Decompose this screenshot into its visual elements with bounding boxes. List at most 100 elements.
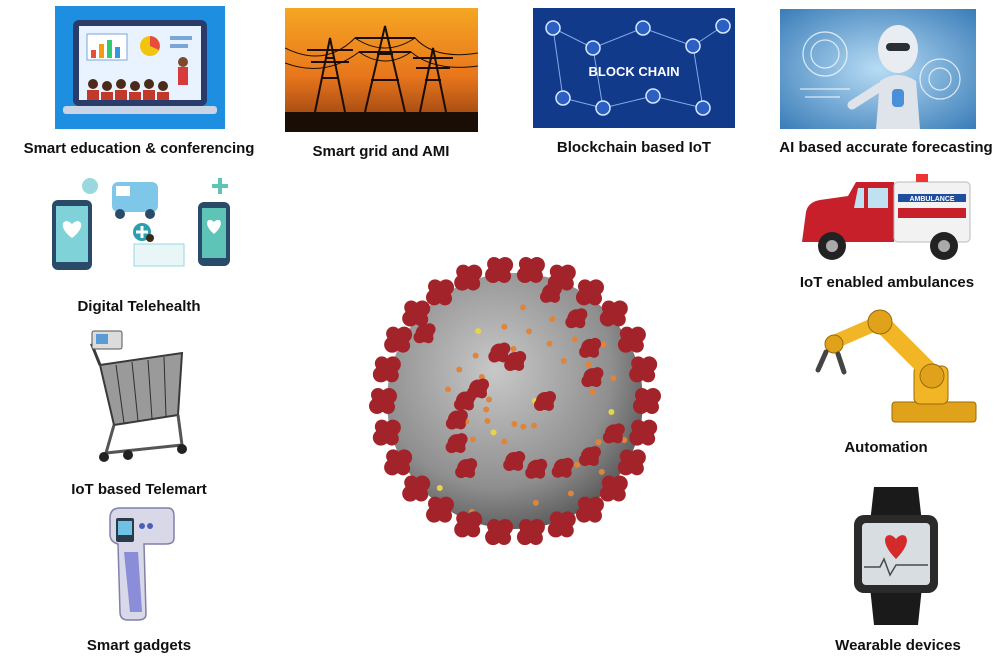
ambulance-icon: AMBULANCE (798, 172, 976, 266)
virus-spike (575, 496, 604, 523)
virus-surface-dot (436, 485, 443, 492)
virus-surface-dot (456, 366, 463, 373)
virus-surface-dot (526, 328, 533, 335)
virus-spike (534, 391, 556, 411)
virus-surface-dot (549, 316, 556, 323)
virus-surface-dot (560, 358, 567, 365)
virus-spike (372, 419, 401, 446)
virus-surface-dot (470, 436, 477, 443)
virus-surface-dot (589, 389, 596, 396)
gadgets-label: Smart gadgets (86, 637, 192, 654)
coronavirus-icon (369, 256, 661, 546)
virus-spike (402, 300, 431, 327)
virus-surface-dot (600, 341, 607, 348)
virus-surface-dot (511, 420, 518, 427)
classroom-presentation-icon (55, 6, 225, 129)
virus-spike (454, 511, 483, 538)
telehealth-label: Digital Telehealth (77, 298, 201, 315)
virus-spike (633, 388, 661, 414)
virus-surface-dot (520, 304, 527, 311)
virus-surface-dot (598, 468, 605, 475)
virus-surface-dot (546, 340, 553, 347)
svg-text:BLOCK CHAIN: BLOCK CHAIN (589, 64, 680, 79)
blockchain-network-icon: BLOCK CHAIN (533, 8, 735, 128)
virus-spike (617, 326, 646, 353)
smart-grid-image (285, 8, 478, 132)
virus-surface-dot (574, 461, 581, 468)
robot-hologram-icon (780, 9, 976, 129)
virus-spike (426, 496, 455, 523)
virus-surface-dot (490, 429, 497, 436)
virus-spike (413, 323, 436, 344)
virus-spike (372, 356, 401, 383)
ai-forecasting-image (780, 9, 976, 129)
virus-spike (504, 351, 527, 372)
gadgets-image (104, 504, 176, 622)
virus-surface-dot (595, 438, 602, 445)
virus-spike (516, 256, 545, 283)
telehealth-image (42, 172, 240, 280)
virus-surface-dot (585, 361, 592, 368)
virus-spike (467, 378, 490, 399)
virus-spike (579, 337, 602, 358)
virus-surface-dot (483, 406, 490, 413)
ambulance-label: IoT enabled ambulances (799, 274, 975, 291)
virus-spike (525, 458, 548, 479)
virus-surface-dot (532, 499, 539, 506)
smart-education-image (55, 6, 225, 129)
virus-spike (516, 519, 545, 546)
smart-grid-label: Smart grid and AMI (312, 143, 450, 160)
virus-surface-dot (567, 490, 574, 497)
infrared-thermometer-icon (104, 504, 176, 622)
virus-spike (578, 446, 601, 467)
virus-surface-dot (520, 423, 527, 430)
virus-surface-dot (472, 352, 479, 359)
virus-spike (602, 423, 625, 444)
virus-spike (547, 511, 576, 538)
smart-shopping-cart-icon (86, 325, 194, 467)
ambulance-image: AMBULANCE (798, 172, 976, 266)
virus-spike (599, 475, 628, 502)
automation-label: Automation (844, 439, 928, 456)
virus-spike (454, 264, 483, 291)
virus-spike (503, 450, 526, 471)
virus-spike (369, 388, 397, 414)
virus-surface-dot (608, 408, 615, 415)
telehealth-devices-icon (42, 172, 240, 280)
virus-surface-dot (475, 328, 482, 335)
virus-spike (629, 419, 658, 446)
virus-spike (539, 282, 562, 303)
virus-spike (629, 356, 658, 383)
virus-spike (617, 449, 646, 476)
virus-spike (426, 279, 455, 306)
telemart-image (86, 325, 194, 467)
virus-spike (485, 519, 514, 546)
wearables-label: Wearable devices (835, 637, 961, 654)
blockchain-label: Blockchain based IoT (556, 139, 712, 156)
virus-spike (402, 475, 431, 502)
automation-image (804, 304, 980, 428)
smart-education-label: Smart education & conferencing (23, 140, 255, 157)
virus-surface-dot (571, 336, 578, 343)
virus-surface-dot (530, 422, 537, 429)
telemart-label: IoT based Telemart (71, 481, 207, 498)
virus-surface-dot (444, 386, 451, 393)
robotic-arm-icon (804, 304, 980, 428)
smartwatch-heart-icon (850, 487, 942, 625)
svg-text:AMBULANCE: AMBULANCE (909, 196, 954, 203)
virus-spike (599, 300, 628, 327)
virus-surface-dot (510, 346, 517, 353)
ai-forecasting-label: AI based accurate forecasting (779, 139, 993, 156)
virus-surface-dot (610, 375, 617, 382)
virus-surface-dot (478, 373, 485, 380)
virus-surface-dot (486, 396, 493, 403)
virus-spike (485, 256, 514, 283)
virus-spike (445, 433, 468, 454)
virus-spike (384, 449, 413, 476)
virus-spike (384, 326, 413, 353)
virus-spike (488, 342, 511, 363)
virus-spike (581, 367, 604, 388)
virus-spike (575, 279, 604, 306)
coronavirus-image (342, 228, 688, 574)
virus-spike (455, 458, 478, 479)
